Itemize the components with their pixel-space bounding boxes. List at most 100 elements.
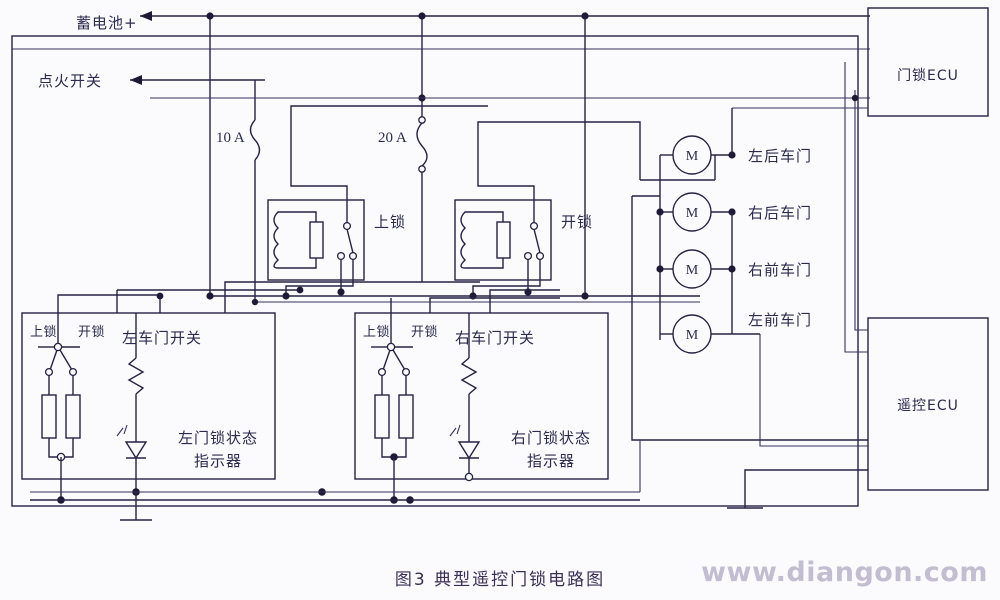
left-switch-upper-feed (57, 294, 160, 344)
fuse-20a-label: 20 A (378, 130, 407, 146)
motor-label-left-rear: 左后车门 (748, 147, 812, 165)
junction-node (251, 298, 259, 306)
right-indicator-label-line1: 右门锁状态 (511, 429, 591, 447)
left-switch-blade-unlock (59, 349, 73, 371)
fuse20-terminal-bottom (418, 165, 426, 173)
junction-node (728, 265, 736, 273)
remote-ecu-box[interactable] (867, 317, 989, 491)
motor-symbol: M (686, 206, 699, 221)
right-door-switch-title: 右车门开关 (455, 329, 535, 347)
remote-ecu-ground-wire (744, 469, 868, 508)
lock-relay-contact-no (336, 251, 346, 261)
motor-label-right-rear: 右后车门 (748, 204, 812, 222)
left-door-switch-title: 左车门开关 (122, 329, 202, 347)
fuse-20a-symbol (416, 122, 428, 167)
right-switch-pivot[interactable] (386, 342, 396, 352)
right-led-ray-1 (449, 427, 457, 437)
right-unlock-resistor-bottom (394, 438, 407, 458)
left-led-ray-1 (116, 427, 124, 437)
junction-node (206, 12, 214, 20)
unlock-relay-box[interactable] (454, 199, 552, 281)
junction-node (851, 94, 859, 102)
motor-label-right-front: 右前车门 (748, 261, 812, 279)
junction-node (337, 288, 345, 296)
right-lock-label: 上锁 (363, 324, 390, 340)
door-lock-ecu-box[interactable] (867, 7, 989, 117)
remote-ecu-feed-1 (854, 90, 868, 331)
unlock-relay-contact-nc (535, 251, 545, 261)
ignition-arrow-head (130, 75, 142, 85)
junction-node (296, 286, 304, 294)
ignition-switch-label: 点火开关 (38, 72, 102, 90)
unlock-relay-contact-no (523, 251, 533, 261)
left-indicator-led-triangle (124, 441, 148, 460)
motor-symbol: M (686, 328, 699, 343)
left-switch-contact-lock (44, 367, 54, 377)
left-lock-resistor (41, 394, 57, 439)
fuse-10a-symbol (249, 119, 261, 161)
unlock-relay-top-lead (477, 160, 535, 223)
lock-relay-contact-common (342, 221, 352, 231)
site-watermark: www.diangon.com (701, 557, 988, 588)
junction-node (206, 292, 214, 300)
outer-enclosure-frame (11, 35, 859, 507)
unlock-relay-label: 开锁 (561, 213, 593, 231)
unlock-relay-resistor (496, 221, 511, 259)
junction-node (418, 12, 426, 20)
junction-node (581, 12, 589, 20)
unlock-relay-nc-lead (472, 259, 541, 298)
unlock-relay-armature (533, 228, 541, 254)
left-switch-pivot[interactable] (53, 342, 63, 352)
right-unlock-resistor (398, 394, 414, 439)
motor-symbol: M (686, 149, 699, 164)
motor-bus-to-remote-ecu (759, 334, 868, 447)
right-door-switch-box[interactable] (354, 312, 609, 480)
right-indicator-terminal (464, 472, 474, 482)
right-lock-resistor (374, 394, 390, 439)
figure-caption: 图3 典型遥控门锁电路图 (395, 570, 605, 590)
junction-node (656, 265, 664, 273)
left-unlock-label: 开锁 (78, 324, 105, 340)
lock-relay-nc-lead (285, 259, 354, 298)
right-lock-resistor-bottom (381, 438, 394, 458)
lock-relay-coil-lead-top (290, 211, 317, 222)
left-harness-4 (224, 281, 480, 313)
right-switch-blade-lock (382, 349, 391, 371)
unlock-relay-supply-lead (477, 121, 641, 180)
right-harness-1 (489, 289, 560, 313)
right-switch-contact-unlock (401, 367, 411, 377)
battery-arrow-head (140, 11, 152, 21)
lock-relay-box[interactable] (267, 199, 365, 281)
motor-label-left-front: 左前车门 (748, 311, 812, 329)
right-indicator-led-triangle (457, 441, 481, 460)
lock-relay-armature (346, 228, 354, 254)
left-switch-contact-unlock (68, 367, 78, 377)
left-indicator-resistor (127, 357, 145, 395)
right-switch-contact-lock (377, 367, 387, 377)
left-door-switch-box[interactable] (21, 312, 276, 480)
junction-node (156, 292, 164, 300)
lock-relay-coil-lead-bottom (290, 258, 317, 269)
battery-label: 蓄电池+ (76, 14, 138, 32)
junction-node (656, 208, 664, 216)
unlock-relay-coil (460, 211, 477, 269)
left-lock-label: 上锁 (30, 324, 57, 340)
lock-relay-coil (273, 211, 290, 269)
lock-relay-supply-lead (290, 105, 488, 160)
lock-relay-contact-nc (348, 251, 358, 261)
door-lock-ecu-label: 门锁ECU (897, 68, 959, 84)
lock-relay-label: 上锁 (374, 213, 406, 231)
junction-node (282, 292, 290, 300)
right-indicator-label-line2: 指示器 (527, 452, 575, 470)
remote-ecu-feed-2 (844, 62, 868, 353)
right-led-ray-2 (456, 424, 461, 435)
left-switch-blade-lock (49, 349, 58, 371)
left-led-ray-2 (123, 424, 128, 435)
right-unlock-label: 开锁 (411, 324, 438, 340)
unlock-relay-coil-lead-top (477, 211, 504, 222)
lock-relay-resistor (309, 221, 324, 259)
fuse-10a-label: 10 A (216, 130, 245, 146)
unlock-relay-coil-lead-bottom (477, 258, 504, 269)
